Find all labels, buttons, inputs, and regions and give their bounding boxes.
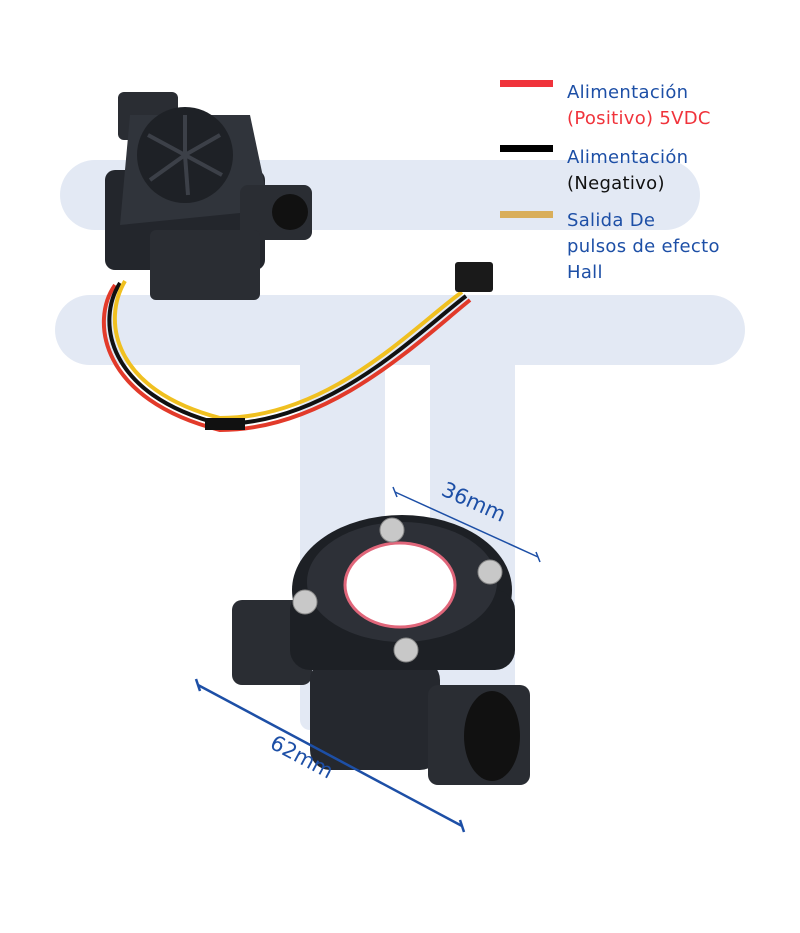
legend-positive-desc: (Positivo) 5VDC <box>567 108 711 129</box>
dimension-36mm-line <box>392 486 541 563</box>
sensor-bottom-image <box>232 515 530 785</box>
legend-signal-line3: Hall <box>567 262 603 283</box>
legend-negative-title: Alimentación <box>567 147 689 168</box>
legend-signal-line2: pulsos de efecto <box>567 236 720 257</box>
legend-signal-line1: Salida De <box>567 210 656 231</box>
dimension-62mm-line <box>194 678 466 833</box>
legend-negative-desc: (Negativo) <box>567 173 665 194</box>
red-wire-swatch <box>500 80 553 87</box>
yellow-wire-swatch <box>500 211 553 218</box>
legend-positive-title: Alimentación <box>567 82 689 103</box>
sensor-top-image <box>101 92 493 433</box>
black-wire-swatch <box>500 145 553 152</box>
